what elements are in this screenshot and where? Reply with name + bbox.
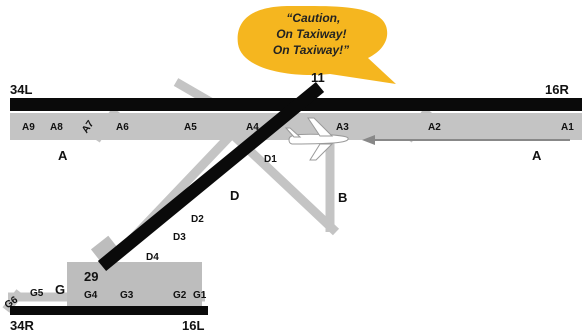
runway-label-34r: 34R [10,318,34,333]
taxiway-label-g5: G5 [30,288,44,299]
runway-11-29 [97,81,325,272]
taxiway-label-b: B [338,190,347,205]
runway-label-16l: 16L [182,318,204,333]
taxiway-label-a-right: A [532,148,542,163]
svg-text:“Caution, On Taxiway!: “Caution, On Taxiway! On Taxiway!” [273,11,350,57]
taxiway-label-a2: A2 [428,122,441,133]
runway-34r-16l [10,306,208,315]
taxiway-a7-link [92,107,120,143]
taxiway-label-g: G [55,282,65,297]
taxiway-label-d1: D1 [264,154,277,165]
taxiway-label-a6: A6 [116,122,129,133]
taxiway-a2-link [404,107,432,143]
taxiway-label-g3: G3 [120,290,134,301]
callout-line-2: On Taxiway! [276,27,346,41]
taxiway-label-d3: D3 [173,232,186,243]
taxiway-label-a9: A9 [22,122,35,133]
taxiway-label-d4: D4 [146,252,159,263]
taxiway-label-g1: G1 [193,290,207,301]
callout-line-3: On Taxiway!” [273,43,349,57]
caution-callout: “Caution, On Taxiway! On Taxiway!” [237,5,396,84]
airplane-icon [284,117,349,161]
runway-label-34l: 34L [10,82,32,97]
runway-label-11: 11 [311,70,325,85]
taxiway-label-g4: G4 [84,290,98,301]
runway-label-29: 29 [84,269,98,284]
taxiway-label-a5: A5 [184,122,197,133]
aircraft-track [362,135,570,145]
taxiway-label-a8: A8 [50,122,63,133]
taxiway-label-a3: A3 [336,122,349,133]
callout-line-1: “Caution, [286,11,340,25]
apron [67,262,202,307]
callout-bubble [237,5,396,84]
taxiway-label-g2: G2 [173,290,187,301]
runway-label-16r: 16R [545,82,569,97]
taxiway-g6-link [2,289,24,313]
taxiway-label-a1: A1 [561,122,574,133]
taxiway-label-d: D [230,188,239,203]
taxiway-label-a-left: A [58,148,68,163]
taxiway-label-d2: D2 [191,214,204,225]
track-arrowhead [362,135,375,145]
taxiway-label-a4: A4 [246,122,259,133]
